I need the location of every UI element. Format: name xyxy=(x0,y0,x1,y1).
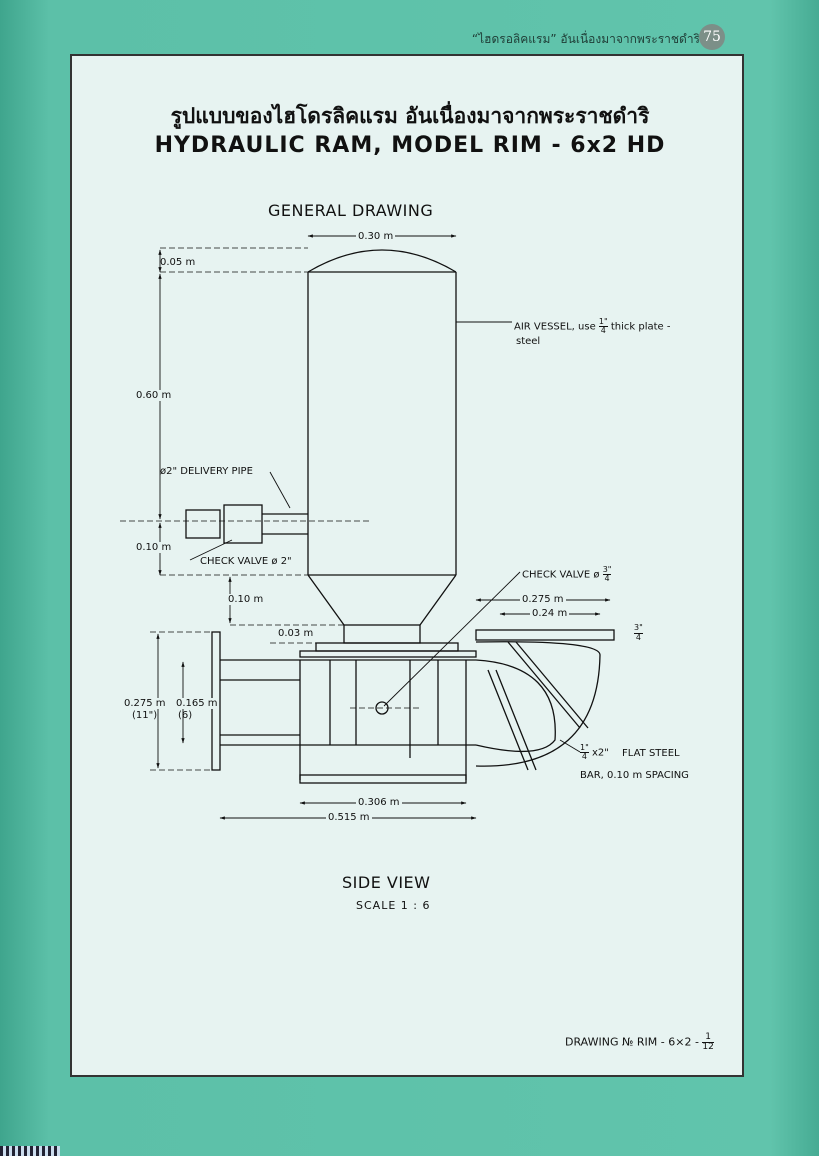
delivery-pipe-label: ø2" DELIVERY PIPE xyxy=(160,466,253,477)
dim-plate-height: 0.03 m xyxy=(278,628,314,639)
title-english: HYDRAULIC RAM, MODEL RIM - 6x2 HD xyxy=(154,133,666,158)
small-check-valve xyxy=(223,504,263,544)
dim-neck-height: 0.10 m xyxy=(228,594,264,605)
scale-label: SCALE 1 : 6 xyxy=(356,899,431,912)
dim-vessel-height: 0.60 m xyxy=(136,390,172,401)
general-drawing-heading: GENERAL DRAWING xyxy=(268,201,434,220)
binding-edge xyxy=(0,1146,60,1156)
plate-thickness-fraction: 3" 4 xyxy=(634,623,643,642)
flat-steel-note: 1" 4 x2" FLAT STEEL xyxy=(580,743,680,761)
vessel-neck xyxy=(343,624,421,644)
vessel-cone-right xyxy=(419,574,457,626)
dim-grate-outer: 0.275 m xyxy=(520,594,566,605)
dim-pipe-offset: 0.10 m xyxy=(136,542,172,553)
air-vessel-note-line2: steel xyxy=(516,336,541,347)
outlet-elbow-inner xyxy=(475,659,556,753)
dim-dome-height: 0.05 m xyxy=(160,257,196,268)
dim-total-width: 0.515 m xyxy=(326,812,372,823)
drawing-sheet xyxy=(70,54,744,1077)
page-number-badge: 75 xyxy=(699,24,725,50)
dim-body-height-inches: (11") xyxy=(132,710,158,721)
base-frame xyxy=(299,774,467,784)
dim-grate-inner: 0.24 m xyxy=(530,608,570,619)
title-thai: รูปแบบของไฮโดรลิคแรม อันเนื่องมาจากพระรา… xyxy=(170,104,650,128)
air-vessel-dome xyxy=(307,249,457,273)
dim-base-width: 0.306 m xyxy=(356,797,402,808)
side-view-title: SIDE VIEW xyxy=(342,873,431,892)
flange-plate xyxy=(315,642,459,652)
flat-steel-note-line2: BAR, 0.10 m SPACING xyxy=(580,770,689,781)
drawing-number: DRAWING № RIM - 6×2 - 1 12 xyxy=(565,1032,714,1052)
outlet-elbow-outer xyxy=(475,641,601,767)
dim-body-height: 0.275 m xyxy=(124,698,166,709)
vessel-cone-left xyxy=(307,574,345,626)
dim-inlet-height: 0.165 m xyxy=(176,698,218,709)
delivery-pipe-stub xyxy=(185,509,221,539)
running-header: “ไฮดรอลิคแรม” อันเนื่องมาจากพระราชดำริ xyxy=(471,32,700,46)
grate-plate xyxy=(475,629,615,641)
dim-vessel-width: 0.30 m xyxy=(356,231,396,242)
dim-inlet-height-inches: (6) xyxy=(178,710,193,721)
small-check-valve-label: CHECK VALVE ø 2" xyxy=(200,556,292,567)
air-vessel-note: AIR VESSEL, use 1" 4 thick plate - xyxy=(514,317,671,335)
main-check-valve-label: CHECK VALVE ø 3" 4 xyxy=(522,565,612,583)
